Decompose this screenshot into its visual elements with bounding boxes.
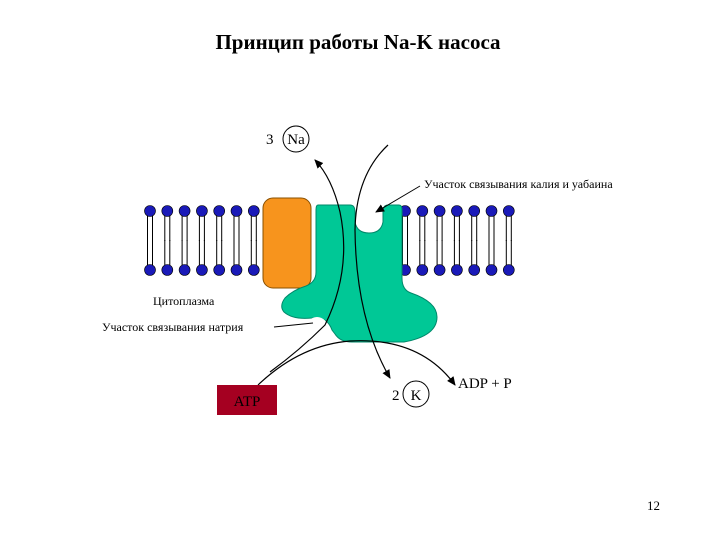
lipid-head <box>451 205 463 217</box>
lipid-head <box>161 264 174 276</box>
phospholipid <box>196 205 208 276</box>
potassium-count: 2 <box>392 388 400 404</box>
sodium-binding-pocket <box>306 317 328 339</box>
lipid-head <box>248 264 260 276</box>
lipid-head <box>502 264 515 276</box>
phospholipid <box>144 205 156 276</box>
cytoplasm-label: Цитоплазма <box>153 294 215 308</box>
lipid-head <box>468 264 481 276</box>
lipid-head <box>433 264 446 276</box>
lipid-head <box>178 205 191 217</box>
atp-hydrolysis-arrow <box>257 340 456 386</box>
phospholipid <box>468 205 481 276</box>
lipid-head <box>230 264 243 276</box>
phospholipid <box>485 205 498 276</box>
phospholipid <box>451 205 463 276</box>
diagram-title: Принцип работы Na-K насоса <box>215 30 501 54</box>
lipid-head <box>485 205 498 217</box>
page-number: 12 <box>647 498 660 513</box>
lipid-head <box>502 205 515 217</box>
na-k-pump-protein <box>281 204 438 343</box>
phospholipid <box>161 205 174 276</box>
lipid-head <box>161 205 174 217</box>
lipid-head <box>451 264 463 276</box>
lipid-head <box>213 264 225 276</box>
atp-label: ATP <box>234 394 261 410</box>
lipid-head <box>230 205 243 217</box>
lipid-head <box>196 205 208 217</box>
potassium-ion <box>402 380 430 408</box>
phospholipid <box>502 205 515 276</box>
lipid-head <box>485 264 498 276</box>
lipid-head <box>433 205 446 217</box>
potassium-transport-arrow <box>354 144 391 379</box>
phospholipid <box>213 205 225 276</box>
lipid-head <box>196 264 208 276</box>
lipid-head <box>144 264 156 276</box>
lipid-head <box>416 264 429 276</box>
lipid-head <box>178 264 191 276</box>
potassium-binding-pocket <box>357 202 381 226</box>
sodium-ion-label: Na <box>287 132 305 148</box>
lipid-head <box>144 205 156 217</box>
phospholipid <box>416 205 429 276</box>
sodium-ion <box>282 125 310 153</box>
potassium-ion-label: K <box>411 388 422 404</box>
phospholipid <box>230 205 243 276</box>
sodium-count: 3 <box>266 132 274 148</box>
adp-label: ADP + P <box>458 376 512 392</box>
lipid-head <box>416 205 429 217</box>
sodium-site-pointer <box>273 322 314 328</box>
phospholipid <box>178 205 191 276</box>
potassium-site-label: Участок связывания калия и уабаина <box>424 177 613 191</box>
potassium-site-pointer <box>375 185 421 213</box>
sodium-transport-arrow <box>269 159 345 373</box>
lipid-head <box>248 205 260 217</box>
lipid-bilayer-right <box>399 205 515 276</box>
channel-protein <box>262 197 312 289</box>
lipid-head <box>213 205 225 217</box>
lipid-head <box>468 205 481 217</box>
sodium-site-label: Участок связывания натрия <box>102 320 244 334</box>
phospholipid <box>248 205 260 276</box>
lipid-bilayer-left <box>144 205 260 276</box>
atp-box <box>217 385 277 415</box>
phospholipid <box>433 205 446 276</box>
